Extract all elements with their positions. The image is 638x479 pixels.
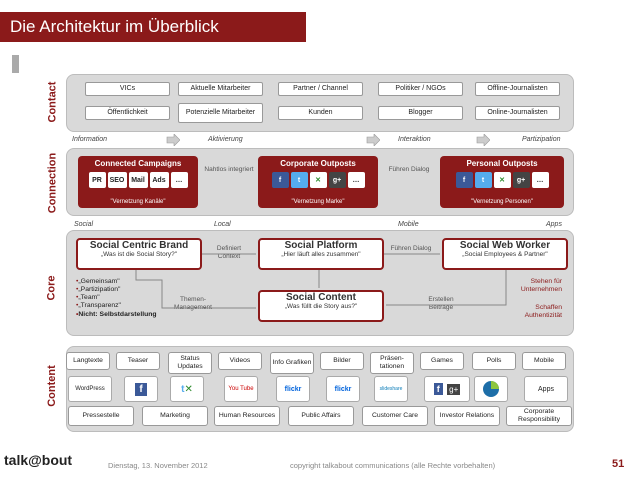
connected-campaigns-box: Connected Campaigns PR SEO Mail Ads … "V… [78, 156, 198, 208]
company-logo: talk@bout [4, 452, 73, 468]
brand-values-list: „Gemeinsam" „Partizipation" „Team" „Tran… [76, 278, 157, 319]
axis-label: Apps [546, 221, 562, 228]
department: Marketing [142, 406, 208, 426]
facebook-icon: f [124, 376, 158, 402]
footer-date: Dienstag, 13. November 2012 [108, 461, 208, 470]
wordpress-logo: WordPress [68, 376, 112, 402]
content-type: Teaser [116, 352, 160, 370]
flickr-logo: flickr [276, 376, 310, 402]
connection-label: Nahtlos integriert [204, 166, 254, 173]
layer-core: Core [46, 275, 58, 301]
social-content-box: Social Content„Was füllt die Story aus?" [258, 290, 384, 322]
flow-label: Partizipation [522, 136, 561, 143]
axis-label: Social [74, 221, 94, 228]
corporate-outposts-box: Corporate Outposts f t ✕ g+ … "Vernetzun… [258, 156, 378, 208]
channel-ads: Ads [149, 172, 169, 188]
core-label: Führen Dialog [390, 245, 432, 252]
personal-outposts-box: Personal Outposts f t ✕ g+ … "Vernetzung… [440, 156, 564, 208]
googleplus-icon: g+ [512, 172, 530, 188]
layer-contact: Contact [46, 81, 59, 123]
content-type: Videos [218, 352, 262, 370]
xing-icon: ✕ [493, 172, 511, 188]
layer-content: Content [46, 365, 59, 407]
core-label: Definiert Context [216, 245, 242, 261]
contact-box: Blogger [378, 106, 463, 120]
page-number: 51 [612, 458, 625, 470]
contact-box: Aktuelle Mitarbeiter [178, 82, 263, 96]
youtube-logo: You Tube [224, 376, 258, 402]
decor-square [12, 55, 19, 73]
content-type: Games [420, 352, 464, 370]
department: Investor Relations [434, 406, 500, 426]
twitter-xing-icon: t✕ [170, 376, 204, 402]
value-item: „Team" [76, 294, 157, 302]
footer-copyright: copyright talkabout communications (alle… [290, 461, 496, 470]
core-connectors [135, 253, 507, 309]
contact-box: Partner / Channel [278, 82, 363, 96]
department: Pressestelle [68, 406, 134, 426]
arrow-icon [166, 134, 180, 146]
axis-label: Local [214, 221, 231, 228]
slideshare-logo: slideshare [374, 376, 408, 402]
department: Corporate Responsibility [506, 406, 572, 426]
channel-pr: PR [88, 172, 106, 188]
axis-label: Mobile [398, 221, 419, 228]
social-centric-brand-box: Social Centric Brand„Was ist die Social … [76, 238, 202, 270]
arrow-icon [476, 134, 490, 146]
core-right-label: Schaffen Authentizität [524, 304, 562, 320]
value-item: „Transparenz" [76, 302, 157, 310]
channel-mail: Mail [128, 172, 148, 188]
channel-more: … [170, 172, 188, 188]
department: Human Resources [214, 406, 280, 426]
contact-box: Kunden [278, 106, 363, 120]
flow-label: Interaktion [398, 136, 431, 143]
contact-box: Potenzielle Mitarbeiter [178, 103, 263, 123]
facebook-icon: f [271, 172, 289, 188]
content-type: Mobile [522, 352, 566, 370]
core-label: Erstellen Beiträge [428, 296, 454, 312]
contact-box: Politiker / NGOs [378, 82, 463, 96]
more-icon: … [347, 172, 365, 188]
more-icon: … [531, 172, 549, 188]
social-web-worker-box: Social Web Worker„Social Employees & Par… [442, 238, 568, 270]
contact-box: Online-Journalisten [475, 106, 560, 120]
content-type: Bilder [320, 352, 364, 370]
value-item: „Partizipation" [76, 286, 157, 294]
department: Public Affairs [288, 406, 354, 426]
xing-icon: ✕ [309, 172, 327, 188]
slide-title: Die Architektur im Überblick [0, 12, 306, 42]
facebook-icon: f [455, 172, 473, 188]
layer-connection: Connection [46, 152, 58, 214]
contact-box: Offline-Journalisten [475, 82, 560, 96]
core-right-label: Stehen für Unternehmen [520, 278, 562, 294]
content-type: Präsen-tationen [370, 352, 414, 374]
flow-label: Aktivierung [208, 136, 243, 143]
value-item: „Gemeinsam" [76, 278, 157, 286]
facebook-googleplus-icon: f g+ [424, 376, 470, 402]
content-type: Info Grafiken [270, 352, 314, 374]
twitter-icon: t [474, 172, 492, 188]
content-type: Langtexte [66, 352, 110, 370]
content-type: Polls [472, 352, 516, 370]
twitter-icon: t [290, 172, 308, 188]
apps-label: Apps [524, 376, 568, 402]
poll-icon [474, 376, 508, 402]
contact-box: VICs [85, 82, 170, 96]
social-platform-box: Social Platform„Hier läuft alles zusamme… [258, 238, 384, 270]
flow-label: Information [72, 136, 108, 143]
googleplus-icon: g+ [328, 172, 346, 188]
value-item: Nicht: Selbstdarstellung [76, 311, 156, 319]
arrow-icon [366, 134, 380, 146]
flickr-logo: flickr [326, 376, 360, 402]
connection-label: Führen Dialog [388, 166, 430, 173]
contact-box: Öffentlichkeit [85, 106, 170, 120]
department: Customer Care [362, 406, 428, 426]
channel-seo: SEO [107, 172, 127, 188]
content-type: Status Updates [168, 352, 212, 374]
